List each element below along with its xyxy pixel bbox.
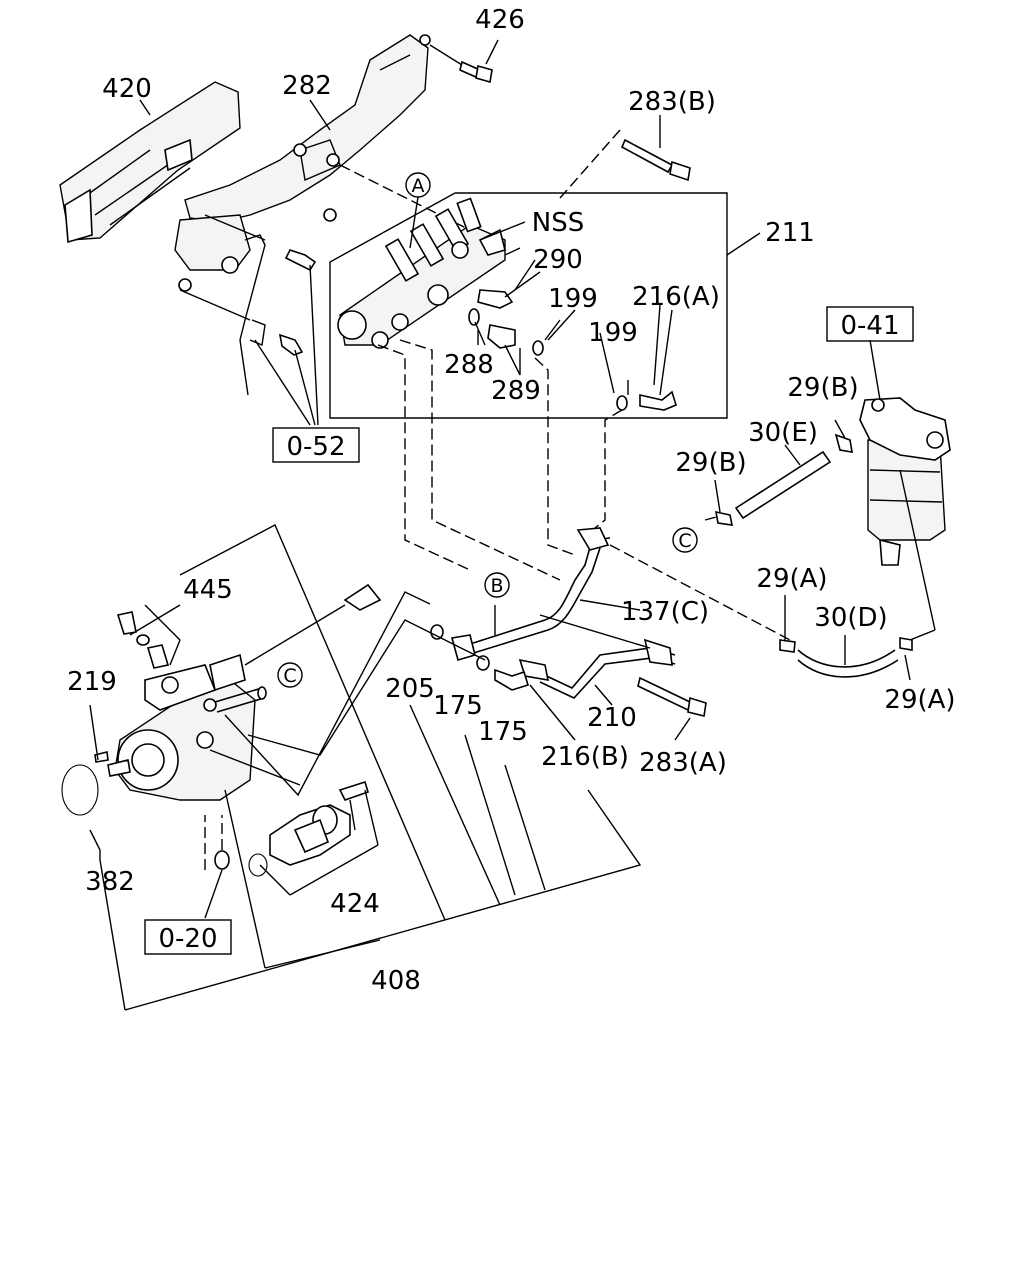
- callout-175-a: 175: [433, 691, 483, 721]
- svg-text:B: B: [490, 575, 503, 597]
- dashed-routes: [377, 339, 791, 641]
- callout-137c: 137(C): [621, 597, 709, 627]
- bolt-426: [429, 44, 493, 84]
- fitting-445: [116, 583, 382, 669]
- svg-text:0-20: 0-20: [158, 924, 217, 954]
- bracket-bolts: [179, 164, 471, 426]
- bracket-282: [174, 34, 431, 292]
- nut-0-20: [204, 815, 230, 919]
- callout-211: 211: [765, 218, 815, 248]
- svg-text:C: C: [283, 665, 296, 687]
- ref-box-0-20: 0-20: [144, 919, 232, 955]
- callout-283a: 283(A): [639, 748, 727, 778]
- callout-175-b: 175: [478, 717, 528, 747]
- callout-210: 210: [587, 703, 637, 733]
- valve-424: [248, 780, 379, 896]
- callout-216b: 216(B): [541, 742, 629, 772]
- misc-leaders: [139, 39, 846, 741]
- o-ring-219: [61, 751, 109, 816]
- ref-box-0-41: 0-41: [826, 306, 914, 342]
- bracket-420: [59, 81, 241, 244]
- fuel-pump: [107, 653, 256, 801]
- ref-box-0-52: 0-52: [272, 427, 360, 463]
- fuel-filter: [859, 339, 951, 566]
- washers-175: [430, 624, 490, 671]
- pump-leaders: [89, 591, 486, 969]
- callout-29a-left: 29(A): [756, 564, 827, 594]
- line-137c: [450, 527, 611, 661]
- callout-199-b: 199: [588, 318, 638, 348]
- callout-labels: 426 420 282 283(B) NSS 211 290 199 216(A…: [67, 5, 955, 996]
- callout-426: 426: [475, 5, 525, 35]
- callout-382: 382: [85, 867, 135, 897]
- hose-30d: [779, 469, 936, 681]
- callout-445: 445: [183, 575, 233, 605]
- callout-216a: 216(A): [632, 282, 720, 312]
- callout-290: 290: [533, 245, 583, 275]
- callout-283b: 283(B): [628, 87, 716, 117]
- callout-219: 219: [67, 667, 117, 697]
- group-211-box: [329, 192, 761, 419]
- svg-text:0-52: 0-52: [286, 432, 345, 462]
- callout-282: 282: [282, 71, 332, 101]
- circled-letter-a: A: [405, 172, 431, 249]
- fuel-rail: [337, 197, 506, 349]
- leader-408: [99, 524, 642, 1011]
- callout-205: 205: [385, 674, 435, 704]
- pipe-to-c: [214, 686, 267, 713]
- callout-199-a: 199: [548, 284, 598, 314]
- callout-408: 408: [371, 966, 421, 996]
- svg-text:A: A: [412, 175, 425, 197]
- callout-289: 289: [491, 376, 541, 406]
- callout-29b-mid: 29(B): [675, 448, 746, 478]
- callout-29a-right: 29(A): [884, 685, 955, 715]
- circled-letter-c-right: C: [672, 527, 698, 553]
- hose-30e: [714, 433, 853, 526]
- callout-420: 420: [102, 74, 152, 104]
- circled-letter-c-pump: C: [277, 662, 303, 688]
- bolt-216b: [494, 668, 529, 691]
- callout-29b-top: 29(B): [787, 373, 858, 403]
- callout-30e: 30(E): [748, 418, 818, 448]
- line-210: [518, 614, 676, 699]
- circled-letter-b: B: [484, 572, 510, 598]
- rail-fittings: [468, 129, 691, 411]
- callout-288: 288: [444, 350, 494, 380]
- svg-text:0-41: 0-41: [840, 311, 899, 341]
- bolt-283a: [637, 676, 707, 717]
- callout-nss: NSS: [532, 208, 584, 238]
- callout-30d: 30(D): [814, 603, 887, 633]
- svg-text:C: C: [678, 530, 691, 552]
- callout-424: 424: [330, 889, 380, 919]
